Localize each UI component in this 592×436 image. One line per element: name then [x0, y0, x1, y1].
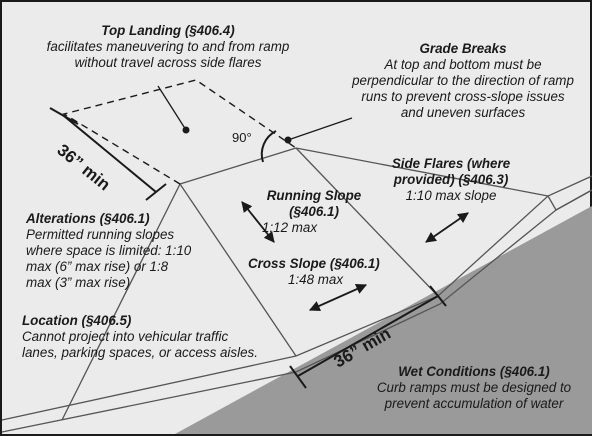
cross-slope-arrow — [309, 284, 367, 311]
cross-slope-title: Cross Slope (§406.1) — [248, 256, 380, 271]
running-slope-body: 1:12 max — [262, 220, 318, 235]
top-landing-leader — [157, 85, 187, 131]
cross-slope-callout: Cross Slope (§406.1) 1:48 max — [248, 256, 408, 288]
wet-conditions-body: Curb ramps must be designed to prevent a… — [376, 380, 572, 411]
bottom-dimension-line — [297, 295, 439, 377]
ramp-right-flare — [295, 147, 549, 197]
wet-conditions-callout: Wet Conditions (§406.1) Curb ramps must … — [364, 364, 584, 412]
right-angle-arc — [260, 130, 277, 163]
running-slope-arrow — [241, 201, 275, 243]
side-flare-arrow — [425, 212, 469, 243]
bottom-dimension-tick-left — [289, 365, 307, 389]
street-ground — [175, 206, 592, 434]
location-callout: Location (§406.5) Cannot project into ve… — [22, 313, 258, 361]
running-slope-callout: Running Slope (§406.1) 1:12 max — [258, 188, 370, 236]
ramp-left-flare — [61, 183, 181, 421]
bottom-dimension-tick-right — [429, 285, 447, 307]
grade-breaks-body: At top and bottom must be perpendicular … — [352, 57, 574, 120]
curb-face — [547, 189, 592, 211]
landing-dimension-tick-top — [49, 107, 79, 125]
cross-slope-body: 1:48 max — [288, 272, 344, 287]
grade-breaks-callout: Grade Breaks At top and bottom must be p… — [350, 41, 576, 121]
grade-breaks-leader — [287, 117, 353, 141]
side-flares-body: 1:10 max slope — [405, 188, 497, 203]
top-landing-callout: Top Landing (§406.4) facilitates maneuve… — [28, 23, 308, 71]
wet-conditions-title: Wet Conditions (§406.1) — [398, 364, 550, 379]
grade-breaks-title: Grade Breaks — [419, 41, 507, 56]
running-slope-title: Running Slope (§406.1) — [266, 188, 362, 219]
location-title: Location (§406.5) — [22, 313, 132, 328]
landing-dimension-tick-bottom — [145, 183, 167, 201]
location-body: Cannot project into vehicular traffic la… — [22, 329, 258, 360]
grade-breaks-dot — [284, 136, 292, 144]
side-flares-callout: Side Flares (where provided) (§406.3) 1:… — [376, 156, 526, 204]
alterations-callout: Alterations (§406.1) Permitted running s… — [26, 211, 196, 291]
angle-label: 90° — [232, 130, 252, 145]
ramp-left-side — [179, 183, 297, 357]
top-landing-body: facilitates maneuvering to and from ramp… — [46, 39, 290, 70]
ramp-right-side — [295, 147, 439, 297]
alterations-title: Alterations (§406.1) — [26, 211, 150, 226]
ramp-top-edge — [179, 147, 297, 185]
side-flares-title: Side Flares (where provided) (§406.3) — [391, 156, 511, 187]
landing-dimension-line — [63, 115, 157, 193]
top-landing-title: Top Landing (§406.4) — [101, 23, 235, 38]
top-landing-dot — [182, 126, 190, 134]
alterations-body: Permitted running slopes where space is … — [26, 227, 192, 290]
